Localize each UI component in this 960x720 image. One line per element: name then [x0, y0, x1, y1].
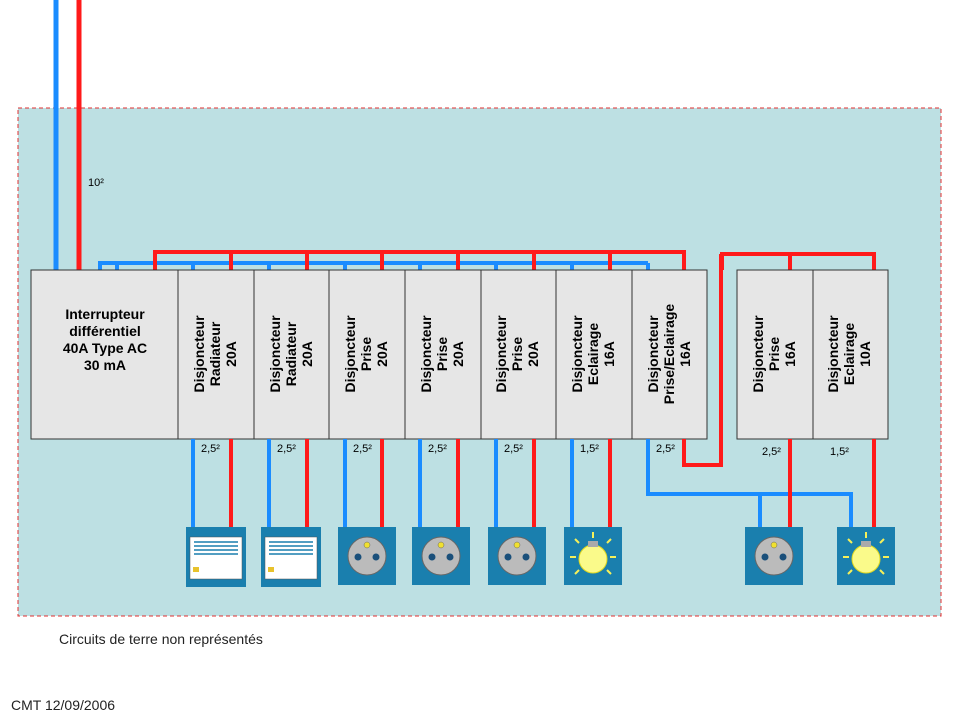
radiator-icon	[260, 526, 322, 588]
svg-text:Disjoncteur: Disjoncteur	[418, 315, 434, 393]
breaker-module	[480, 269, 557, 440]
bulb-icon	[836, 526, 896, 586]
breaker-label-radiateur-1: Disjoncteur Radiateur 20A	[191, 315, 239, 393]
outlet-icon	[411, 526, 471, 586]
svg-text:différentiel: différentiel	[69, 323, 141, 339]
svg-text:2,5²: 2,5²	[201, 443, 220, 455]
breaker-module	[631, 269, 708, 440]
breaker-label-prise-1: Disjoncteur Prise 20A	[342, 315, 390, 393]
svg-text:Disjoncteur: Disjoncteur	[267, 315, 283, 393]
svg-text:Disjoncteur: Disjoncteur	[645, 315, 661, 393]
svg-text:Disjoncteur: Disjoncteur	[825, 315, 841, 393]
breaker-module	[177, 269, 255, 440]
svg-text:2,5²: 2,5²	[277, 443, 296, 455]
supply-section-label: 10²	[88, 177, 104, 189]
svg-text:20A: 20A	[525, 341, 541, 367]
outgoing-wires-group1	[191, 439, 612, 528]
svg-text:1,5²: 1,5²	[830, 446, 849, 458]
svg-text:Radiateur: Radiateur	[283, 321, 299, 386]
svg-text:Disjoncteur: Disjoncteur	[342, 315, 358, 393]
svg-text:Prise/Eclairage: Prise/Eclairage	[661, 304, 677, 405]
svg-text:Disjoncteur: Disjoncteur	[191, 315, 207, 393]
phase-bus-group1	[153, 250, 686, 270]
svg-text:Prise: Prise	[358, 337, 374, 371]
svg-text:10A: 10A	[857, 341, 873, 367]
svg-text:Disjoncteur: Disjoncteur	[750, 315, 766, 393]
breaker-label-prise-16a: Disjoncteur Prise 16A	[750, 315, 798, 393]
modules-group1	[30, 269, 708, 440]
differential-switch	[30, 269, 180, 440]
section-labels: 2,5² 2,5² 2,5² 2,5² 2,5² 1,5² 2,5² 2,5² …	[201, 443, 849, 458]
breaker-module	[812, 269, 889, 440]
breaker-label-prise-3: Disjoncteur Prise 20A	[493, 315, 541, 393]
svg-text:20A: 20A	[450, 341, 466, 367]
svg-text:20A: 20A	[374, 341, 390, 367]
breaker-module	[736, 269, 814, 440]
svg-text:Radiateur: Radiateur	[207, 321, 223, 386]
svg-text:2,5²: 2,5²	[762, 446, 781, 458]
outlet-icon	[744, 526, 804, 586]
breaker-label-prise-2: Disjoncteur Prise 20A	[418, 315, 466, 393]
cross-feed-wires	[646, 254, 876, 528]
svg-text:Prise: Prise	[434, 337, 450, 371]
svg-text:16A: 16A	[601, 341, 617, 367]
breaker-module	[328, 269, 406, 440]
svg-text:Prise: Prise	[766, 337, 782, 371]
svg-text:Eclairage: Eclairage	[841, 323, 857, 385]
svg-text:16A: 16A	[782, 341, 798, 367]
svg-text:30 mA: 30 mA	[84, 357, 126, 373]
incoming-supply	[53, 0, 82, 270]
svg-text:40A Type AC: 40A Type AC	[63, 340, 147, 356]
breaker-label-radiateur-2: Disjoncteur Radiateur 20A	[267, 315, 315, 393]
svg-text:Disjoncteur: Disjoncteur	[493, 315, 509, 393]
radiator-icon	[185, 526, 247, 588]
svg-text:2,5²: 2,5²	[656, 443, 675, 455]
svg-text:2,5²: 2,5²	[353, 443, 372, 455]
svg-text:16A: 16A	[677, 341, 693, 367]
breaker-module	[555, 269, 633, 440]
svg-text:Interrupteur: Interrupteur	[65, 306, 145, 322]
svg-text:Prise: Prise	[509, 337, 525, 371]
svg-text:Eclairage: Eclairage	[585, 323, 601, 385]
svg-text:2,5²: 2,5²	[504, 443, 523, 455]
neutral-drops-group1	[191, 263, 650, 270]
breaker-module	[253, 269, 330, 440]
svg-text:20A: 20A	[223, 341, 239, 367]
outlet-icon	[487, 526, 547, 586]
phase-drops-group1	[229, 252, 612, 270]
modules-group2	[736, 269, 889, 440]
svg-text:2,5²: 2,5²	[428, 443, 447, 455]
breaker-label-eclairage-10a: Disjoncteur Eclairage 10A	[825, 315, 873, 393]
earth-note: Circuits de terre non représentés	[59, 631, 263, 647]
breaker-label-eclairage-1: Disjoncteur Eclairage 16A	[569, 315, 617, 393]
differential-label: Interrupteur différentiel 40A Type AC 30…	[63, 306, 147, 373]
svg-text:20A: 20A	[299, 341, 315, 367]
breaker-label-prise-eclairage: Disjoncteur Prise/Eclairage 16A	[645, 304, 693, 405]
bulb-icon	[563, 526, 623, 586]
outlet-icon	[337, 526, 397, 586]
svg-text:Disjoncteur: Disjoncteur	[569, 315, 585, 393]
svg-text:1,5²: 1,5²	[580, 443, 599, 455]
author-date-note: CMT 12/09/2006	[11, 697, 116, 713]
